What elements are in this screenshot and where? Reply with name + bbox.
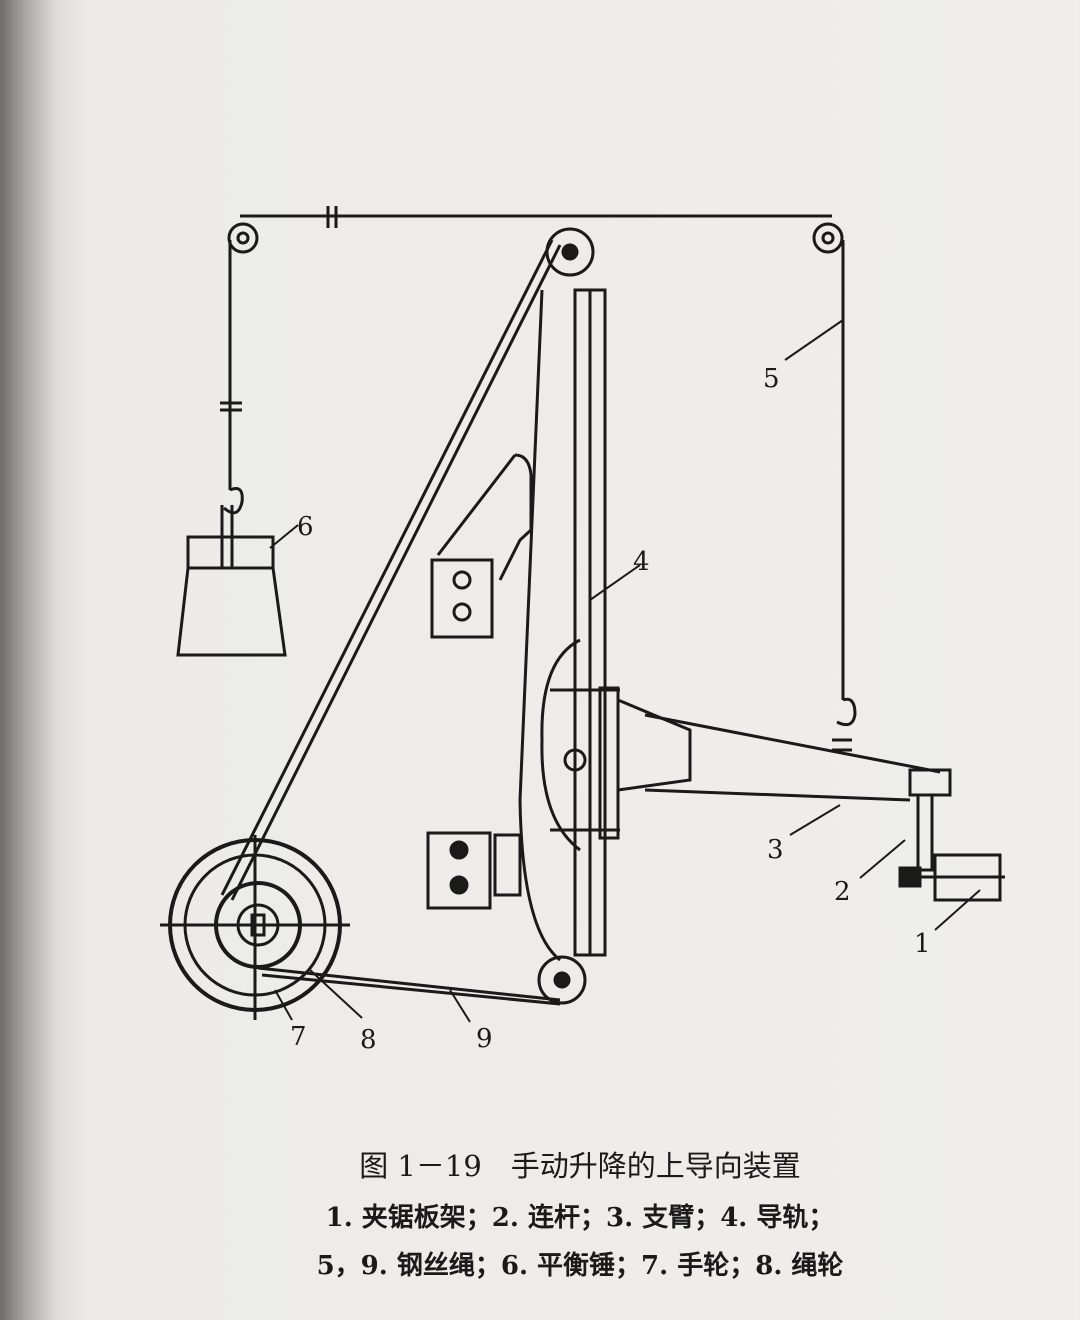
guide-column xyxy=(426,288,607,962)
support-arm-3 xyxy=(550,686,952,840)
label-7: 7 xyxy=(290,1022,307,1052)
pulley-top xyxy=(545,227,595,277)
counterweight xyxy=(176,505,287,657)
label-4: 4 xyxy=(633,547,650,577)
figure-legend-line-1: 1. 夹锯板架；2. 连杆；3. 支臂；4. 导轨； xyxy=(325,1203,835,1233)
figure-legend-line-2: 5，9. 钢丝绳；6. 平衡锤；7. 手轮；8. 绳轮 xyxy=(316,1251,844,1281)
saw-clamp-frame-1 xyxy=(898,853,1005,902)
pulley-bottom xyxy=(537,955,587,1005)
label-1: 1 xyxy=(914,929,931,959)
pulley-right xyxy=(812,222,844,254)
figure-caption-title: 图 1－19 手动升降的上导向装置 xyxy=(359,1149,801,1183)
label-9: 9 xyxy=(476,1024,493,1054)
label-3: 3 xyxy=(767,835,784,865)
leader-lines xyxy=(269,319,981,1023)
link-rod-2 xyxy=(916,793,934,872)
rope-sheave-8 xyxy=(214,881,302,969)
label-2: 2 xyxy=(834,877,851,907)
hand-wheel-7 xyxy=(160,835,350,1020)
diagonal-ropes xyxy=(220,239,562,1006)
pulley-left xyxy=(227,222,259,254)
label-5: 5 xyxy=(763,364,780,394)
label-8: 8 xyxy=(360,1025,377,1055)
wire-rope-5 xyxy=(220,206,857,752)
label-6: 6 xyxy=(297,512,314,542)
